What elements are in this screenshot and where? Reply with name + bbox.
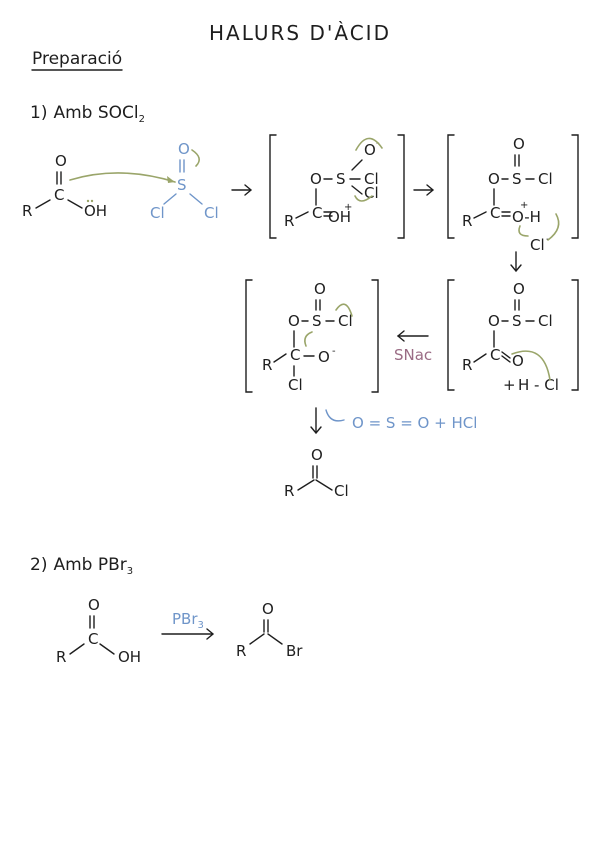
svg-text:Cl: Cl (334, 482, 349, 500)
svg-text:C: C (312, 204, 322, 222)
svg-text:O: O (314, 280, 326, 298)
svg-text:O: O (318, 348, 330, 366)
svg-text:Cl: Cl (364, 170, 379, 188)
intermediate-4: O O S Cl C R O - Cl (245, 279, 379, 394)
svg-text:S: S (512, 312, 522, 330)
svg-text:O: O (262, 600, 274, 618)
svg-text:R: R (462, 212, 472, 230)
svg-text:Cl: Cl (150, 204, 165, 222)
svg-text:O: O (512, 352, 524, 370)
svg-text:Cl: Cl (364, 184, 379, 202)
svg-text:O: O (55, 152, 67, 170)
svg-text:R: R (284, 212, 294, 230)
svg-text:+: + (520, 200, 528, 211)
svg-text:Cl: Cl (538, 312, 553, 330)
svg-text:C: C (490, 346, 500, 364)
svg-text:O: O (288, 312, 300, 330)
svg-text:Cl: Cl (338, 312, 353, 330)
intermediate-2: O O S Cl C R O-H + Cl - (447, 134, 579, 254)
svg-text:R: R (56, 648, 66, 666)
attack-arrow (69, 172, 176, 183)
svg-text:O: O (88, 596, 100, 614)
svg-text:+: + (344, 202, 352, 213)
snac-label: SNac (394, 346, 432, 364)
svg-text:R: R (262, 356, 272, 374)
page-title: HALURS D'ÀCID (209, 21, 391, 45)
svg-text:Cl: Cl (530, 236, 545, 254)
svg-text:Cl: Cl (204, 204, 219, 222)
svg-text:O: O (513, 280, 525, 298)
svg-text:S: S (312, 312, 322, 330)
step2-heading: 2)Amb PBr3 (30, 555, 133, 577)
svg-text:H - Cl: H - Cl (518, 376, 559, 394)
svg-text:Br: Br (286, 642, 303, 660)
carboxylic-acid-reactant-2: O C R OH (56, 596, 141, 666)
svg-text:C: C (290, 346, 300, 364)
svg-text:Cl: Cl (538, 170, 553, 188)
svg-text:OH: OH (118, 648, 141, 666)
svg-text:S: S (512, 170, 522, 188)
svg-text:R: R (284, 482, 294, 500)
svg-text:C: C (490, 204, 500, 222)
svg-text:S: S (177, 176, 187, 194)
intermediate-1: O - O S Cl Cl C R OH + (269, 134, 405, 239)
svg-text:Cl: Cl (288, 376, 303, 394)
svg-text:O: O (311, 446, 323, 464)
section-heading: Preparació (32, 49, 122, 69)
svg-text:C: C (88, 630, 98, 648)
acyl-bromide-product: O R Br (236, 600, 303, 660)
socl2-reagent: O S Cl Cl (150, 140, 219, 222)
svg-text:+: + (503, 376, 516, 394)
svg-text:R: R (236, 642, 246, 660)
svg-text:O: O (488, 312, 500, 330)
svg-text:S: S (336, 170, 346, 188)
svg-text:O: O (310, 170, 322, 188)
svg-text:R: R (22, 202, 32, 220)
svg-text:-: - (332, 346, 336, 357)
pbr3-reagent: PBr3 (172, 610, 204, 631)
svg-text:O: O (364, 141, 376, 159)
svg-text:C: C (54, 186, 64, 204)
svg-text:O: O (513, 135, 525, 153)
svg-text:O: O (488, 170, 500, 188)
svg-text:O: O (178, 140, 190, 158)
svg-text:OH: OH (328, 208, 351, 226)
byproduct: O = S = O + HCl (352, 414, 477, 432)
acyl-chloride-product: O R Cl (284, 446, 349, 500)
step1-heading: 1)Amb SOCl2 (30, 103, 145, 125)
svg-text:R: R (462, 356, 472, 374)
intermediate-3: O O S Cl C R O + H - Cl (447, 279, 579, 394)
svg-text:O-H: O-H (512, 208, 541, 226)
carboxylic-acid-reactant: O C R OH (22, 152, 107, 220)
svg-text:OH: OH (84, 202, 107, 220)
